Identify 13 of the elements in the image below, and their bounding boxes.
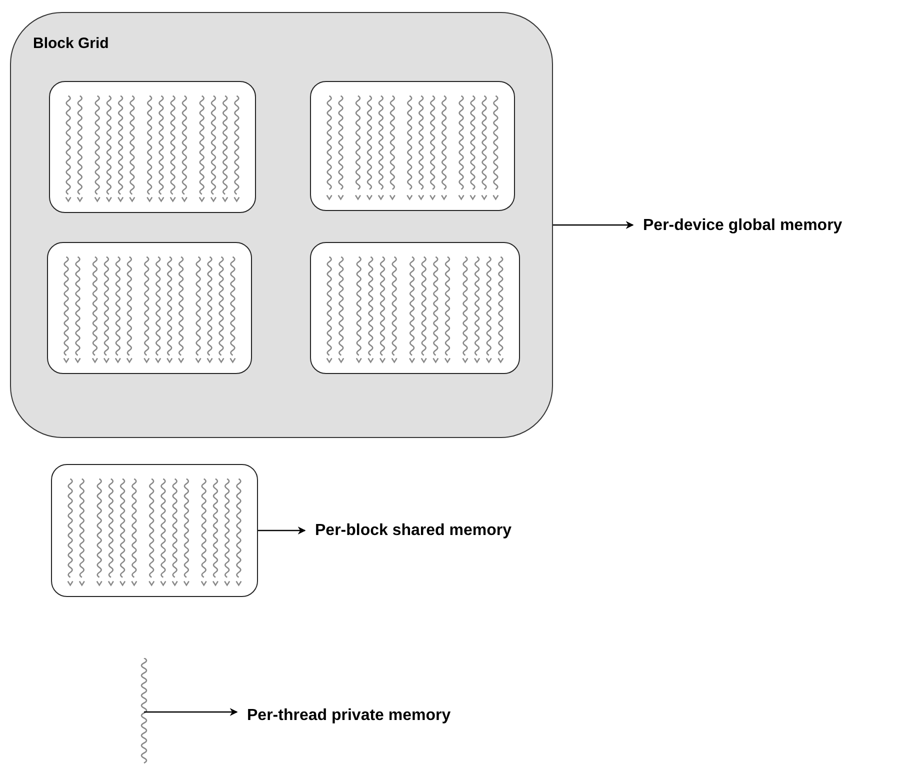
thread-block — [51, 464, 258, 597]
arrow — [258, 526, 306, 534]
thread-block — [47, 242, 252, 374]
thread-block — [49, 81, 256, 213]
memory-label: Per-device global memory — [643, 215, 842, 237]
arrow — [144, 708, 238, 716]
thread-block — [310, 81, 515, 211]
arrow — [553, 221, 634, 229]
memory-label: Per-thread private memory — [247, 705, 451, 727]
block-grid-container — [10, 12, 553, 438]
grid-title: Block Grid — [33, 35, 109, 52]
memory-label: Per-block shared memory — [315, 520, 512, 542]
thread-block — [310, 242, 520, 374]
